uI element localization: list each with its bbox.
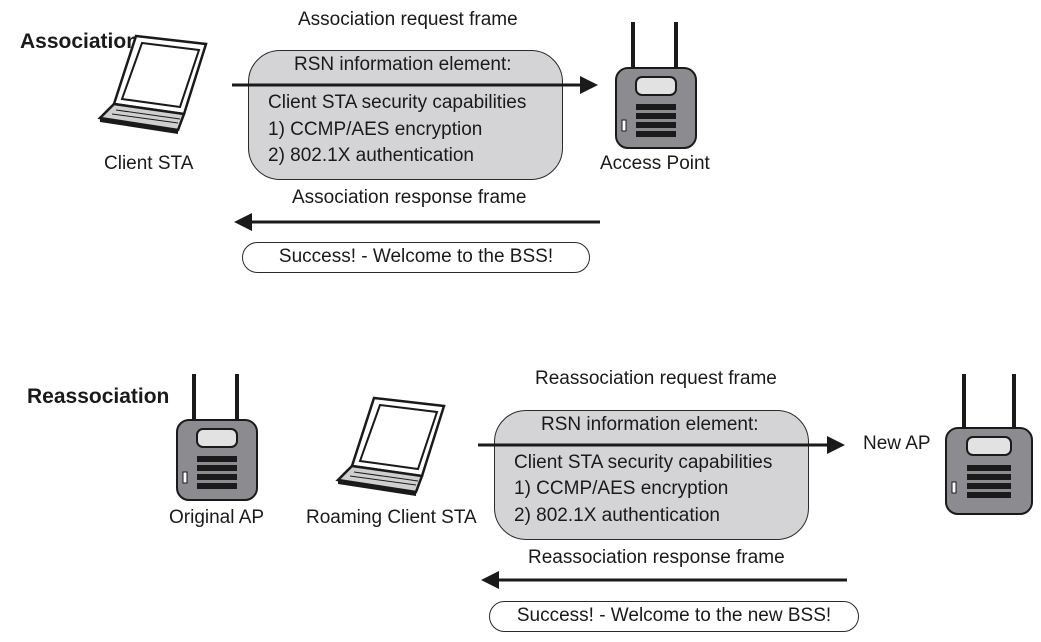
reassociation-rsn-line-3: 2) 802.1X authentication [514, 505, 720, 526]
client-sta-label: Client STA [104, 153, 194, 174]
roaming-client-sta-label: Roaming Client STA [306, 507, 477, 528]
reassociation-rsn-header: RSN information element: [541, 414, 759, 435]
reassociation-response-arrow [481, 571, 847, 589]
reassociation-request-arrow [478, 436, 845, 454]
laptop-icon [335, 396, 446, 496]
reassociation-rsn-box [494, 410, 809, 540]
association-rsn-header: RSN information element: [294, 54, 512, 75]
association-response-arrow [234, 213, 600, 231]
association-success-message: Success! - Welcome to the BSS! [242, 242, 590, 273]
reassociation-rsn-line-2: 1) CCMP/AES encryption [514, 478, 729, 499]
access-point-label: Access Point [600, 153, 710, 174]
association-title: Association [20, 30, 140, 53]
reassociation-response-frame-label: Reassociation response frame [528, 547, 785, 568]
association-request-frame-label: Association request frame [298, 9, 518, 30]
association-rsn-line-2: 1) CCMP/AES encryption [268, 119, 483, 140]
association-response-frame-label: Association response frame [292, 187, 527, 208]
new-ap-label: New AP [863, 433, 931, 454]
reassociation-rsn-line-1: Client STA security capabilities [514, 452, 773, 473]
original-ap-label: Original AP [169, 507, 265, 528]
reassociation-title: Reassociation [27, 385, 170, 408]
laptop-icon [97, 34, 208, 134]
reassociation-request-frame-label: Reassociation request frame [535, 368, 777, 389]
access-point-icon [176, 374, 258, 501]
association-request-arrow [232, 76, 598, 94]
association-rsn-line-3: 2) 802.1X authentication [268, 145, 474, 166]
access-point-icon [615, 22, 697, 149]
association-rsn-line-1: Client STA security capabilities [268, 92, 527, 113]
association-rsn-box [248, 50, 563, 180]
reassociation-success-message: Success! - Welcome to the new BSS! [489, 601, 859, 632]
access-point-icon [945, 374, 1033, 515]
